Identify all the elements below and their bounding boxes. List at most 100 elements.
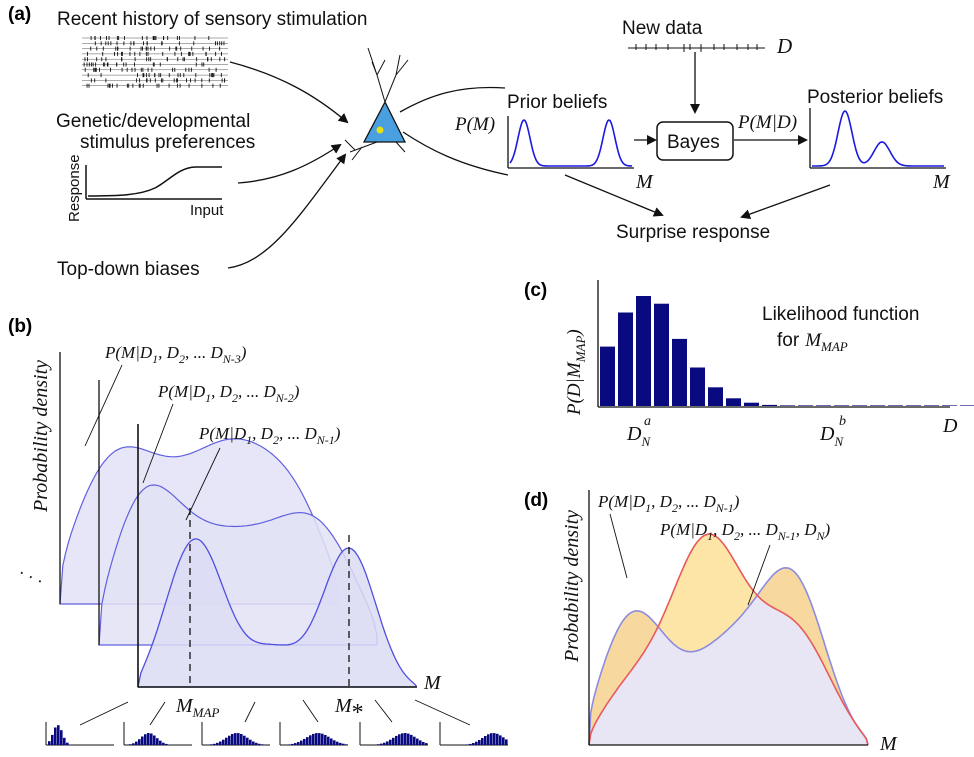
arrow-topdown [227, 153, 347, 269]
likelihood-bar [942, 405, 957, 406]
mini-bar [153, 735, 156, 745]
mini-bar [493, 733, 496, 745]
mini-bar [156, 738, 159, 745]
mini-bar [66, 742, 69, 745]
mini-bar [252, 741, 255, 745]
sigmoid-curve [87, 166, 222, 197]
mini-bar [333, 740, 336, 745]
mini-bar [389, 739, 392, 745]
mini-bar [502, 737, 505, 745]
mini-bar [54, 727, 57, 745]
mini-bar [422, 742, 425, 745]
mini-bar [404, 733, 407, 745]
mini-bar [398, 734, 401, 745]
mini-bar [291, 743, 294, 745]
mini-bar [219, 741, 222, 745]
curve-n1-leader [185, 447, 221, 521]
panel-b-ellipsis: . . . [17, 558, 48, 587]
neuron-out-lower [402, 131, 509, 176]
neuron-out-upper [399, 86, 506, 113]
mini-bar [213, 743, 216, 745]
mini-bar [222, 739, 225, 745]
panel-c-y-axis-label: P(D|MMAP) [564, 329, 588, 416]
mini-bar [472, 743, 475, 745]
mini-bar [258, 743, 261, 745]
mini-bar [69, 744, 72, 745]
surprise-response-label: Surprise response [616, 222, 770, 243]
mini-bar [392, 737, 395, 745]
likelihood-bar [672, 338, 687, 406]
mini-bar [144, 734, 147, 745]
mini-bar [210, 744, 213, 745]
curve-n1-label: P(M|D1, D2, ... DN-1) [198, 424, 341, 447]
panel-d-plot [588, 533, 869, 746]
mini-bar [57, 725, 60, 745]
mini-bar [377, 744, 380, 745]
panel-d-label: (d) [524, 490, 548, 511]
mini-bar [165, 743, 168, 745]
prior-label-d: P(M|D1, D2, ... DN-1) [597, 492, 740, 515]
likelihood-bar [906, 405, 921, 406]
likelihood-bar [870, 405, 885, 406]
neuron-icon [344, 47, 409, 161]
arrow-genetic [237, 143, 342, 184]
mini-bar [312, 733, 315, 745]
mini-bar [132, 743, 135, 745]
likelihood-bar [816, 405, 831, 406]
likelihood-bar [798, 405, 813, 406]
posterior-p-m-d-label: P(M|D) [737, 112, 797, 133]
mini-bar [255, 742, 258, 745]
mini-bar [395, 735, 398, 745]
prior-curve [509, 119, 633, 167]
mini-bar [129, 744, 132, 745]
mini-bar [407, 733, 410, 745]
mini-bar [150, 733, 153, 745]
mini-bar [147, 733, 150, 745]
mini-histograms [45, 722, 508, 746]
mini-bar [60, 730, 63, 745]
genetic-title-line1: Genetic/developmental [56, 111, 250, 132]
likelihood-bar [654, 303, 669, 406]
panel-c-x-label: D [942, 415, 958, 437]
mini-bar [410, 734, 413, 745]
mini-bar [294, 743, 297, 745]
tick-dn-b-sup: b [839, 414, 846, 429]
mini-bar [249, 739, 252, 745]
new-data-title: New data [622, 18, 703, 39]
overlap-fill [589, 596, 868, 745]
likelihood-bar [690, 367, 705, 406]
mini-bar [288, 744, 291, 745]
mini-bar [162, 742, 165, 745]
mini-bar [228, 735, 231, 745]
mini-bar [469, 743, 472, 745]
likelihood-bar [888, 405, 903, 406]
mini-bar [135, 741, 138, 745]
top-down-title: Top-down biases [57, 259, 200, 280]
mini-bar [478, 740, 481, 745]
mini-bar [425, 743, 428, 745]
prior-plot [507, 116, 634, 169]
mini-bar [475, 741, 478, 745]
likelihood-bar [618, 312, 633, 406]
mini-bar [487, 734, 490, 745]
panel-b-label: (b) [8, 316, 32, 337]
mini-bar [416, 738, 419, 745]
mini-bar [413, 736, 416, 745]
likelihood-caption-line1: Likelihood function [762, 304, 919, 325]
bayes-label: Bayes [667, 132, 720, 153]
mini-bar [327, 736, 330, 745]
likelihood-bar [960, 405, 974, 406]
posterior-leader-d [747, 544, 771, 606]
mini-bar [380, 743, 383, 745]
mini-bar [324, 735, 327, 745]
likelihood-bar [600, 346, 615, 406]
mini-bar [330, 738, 333, 745]
likelihood-bar [762, 404, 777, 406]
m-map-label: MMAP [175, 695, 219, 720]
prior-p-m-label: P(M) [454, 114, 495, 135]
mini-bar [490, 733, 493, 745]
mini-bar [63, 737, 66, 745]
mini-bar [342, 743, 345, 745]
